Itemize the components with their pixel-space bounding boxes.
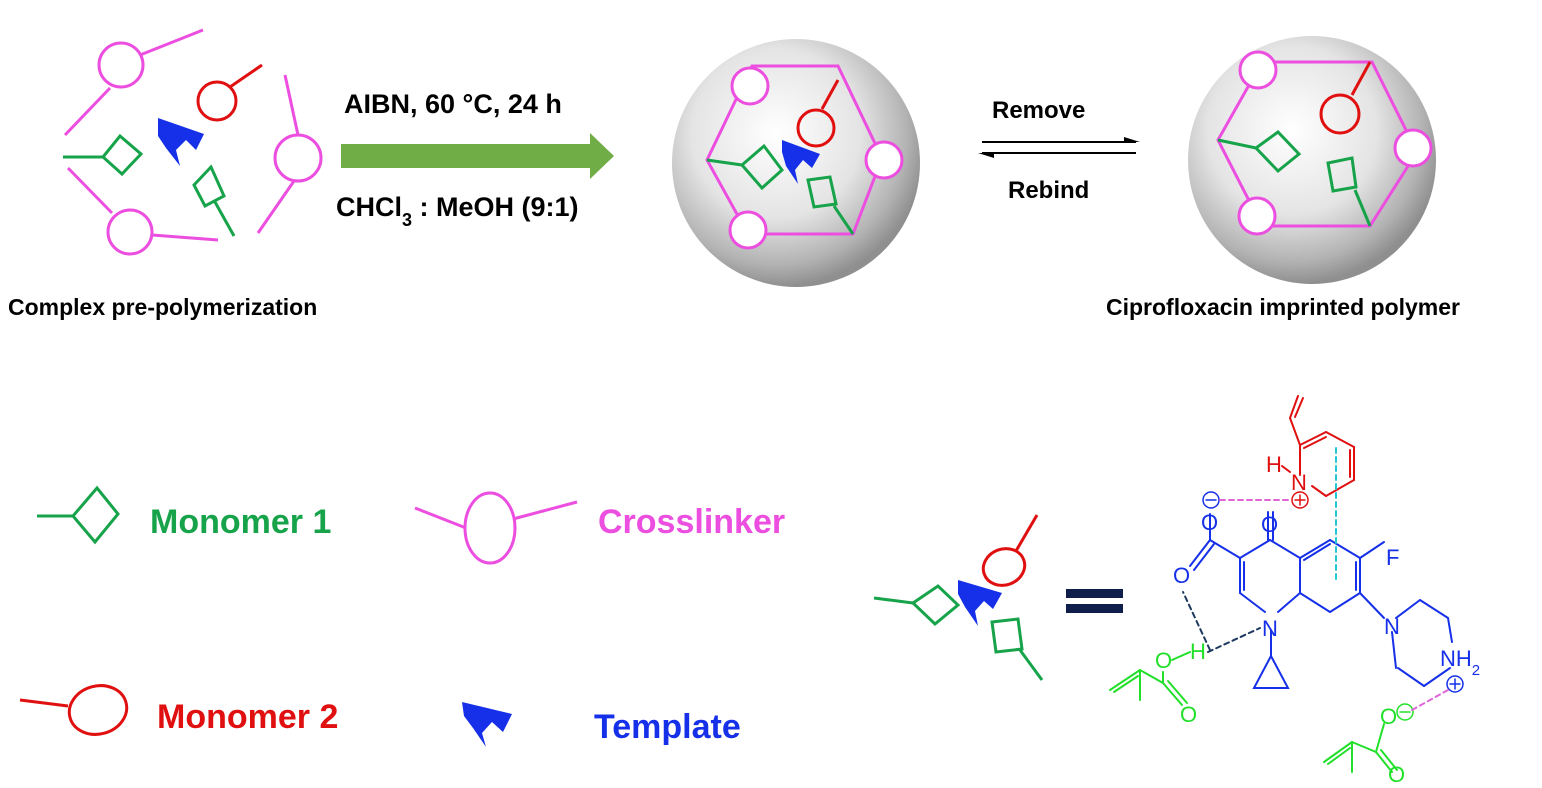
reaction-step: AIBN, 60 °C, 24 h CHCl3 : MeOH (9:1) — [336, 89, 614, 230]
ionic-interactions — [1219, 499, 1449, 711]
imprinted-polymer — [1188, 36, 1436, 284]
imprinted-monomer1-left — [1217, 130, 1302, 174]
methacrylic-acid-1 — [1109, 651, 1191, 706]
svg-text:N: N — [1262, 616, 1278, 641]
cavity-monomer2 — [796, 79, 840, 148]
forward-arrowhead — [1124, 137, 1140, 142]
crosslinker-right — [256, 74, 323, 234]
ciprofloxacin-complex-structure: O O O N N F NH2 — [1109, 395, 1480, 787]
legend-monomer2-icon — [19, 684, 129, 736]
charges — [1202, 491, 1464, 693]
svg-text:NH2: NH2 — [1440, 646, 1480, 679]
svg-text:H: H — [1190, 639, 1206, 664]
monomer1-item-right — [192, 164, 236, 237]
cavity-monomer1-right — [806, 175, 855, 235]
caption-left: Complex pre-polymerization — [8, 294, 317, 320]
polymer-with-template — [672, 39, 920, 287]
equals-sign — [1066, 589, 1123, 613]
svg-text:O: O — [1261, 512, 1278, 537]
pre-polymerization-complex — [63, 28, 323, 256]
imprinted-monomer1-right — [1326, 156, 1372, 227]
monomer2-item — [196, 63, 263, 122]
vinylpyridine-monomer — [1281, 395, 1355, 497]
legend-template-label: Template — [594, 708, 741, 746]
svg-text:O: O — [1380, 704, 1397, 729]
bound-template — [782, 140, 820, 184]
hydrogen-bonds — [1182, 591, 1261, 653]
svg-text:O: O — [1201, 510, 1218, 535]
legend-template-icon — [462, 702, 512, 747]
legend: Monomer 1 Crosslinker Monomer 2 Template — [19, 485, 785, 747]
reaction-arrow — [341, 133, 614, 179]
cavity-monomer1-left — [706, 143, 785, 191]
crosslinker-bottom — [66, 166, 219, 256]
template-shape — [158, 118, 204, 166]
complex-icon — [873, 514, 1044, 681]
svg-text:O: O — [1173, 563, 1190, 588]
imprinted-monomer2 — [1319, 61, 1372, 135]
svg-text:O: O — [1180, 702, 1197, 727]
methacrylic-acid-2 — [1323, 723, 1398, 773]
monomer1-item-left — [63, 133, 144, 177]
svg-text:F: F — [1386, 545, 1399, 570]
reverse-arrowhead — [978, 153, 994, 158]
svg-text:H: H — [1266, 452, 1282, 477]
conditions-top: AIBN, 60 °C, 24 h — [344, 89, 562, 119]
legend-crosslinker-icon — [414, 491, 578, 565]
svg-text:N: N — [1384, 614, 1400, 639]
ciprofloxacin-template — [1189, 511, 1453, 689]
equilibrium-reverse-label: Rebind — [1008, 177, 1089, 204]
equilibrium: Remove Rebind — [978, 97, 1140, 204]
svg-text:N: N — [1291, 470, 1307, 495]
legend-monomer1-label: Monomer 1 — [150, 503, 331, 541]
svg-text:O: O — [1388, 762, 1405, 787]
legend-monomer2-label: Monomer 2 — [157, 698, 338, 736]
equilibrium-forward-label: Remove — [992, 97, 1085, 124]
caption-right: Ciprofloxacin imprinted polymer — [1106, 294, 1460, 320]
legend-crosslinker-label: Crosslinker — [598, 503, 785, 541]
legend-monomer1-icon — [37, 485, 120, 545]
svg-text:O: O — [1155, 648, 1172, 673]
crosslinker-top — [63, 28, 204, 137]
conditions-bottom: CHCl3 : MeOH (9:1) — [336, 192, 579, 230]
